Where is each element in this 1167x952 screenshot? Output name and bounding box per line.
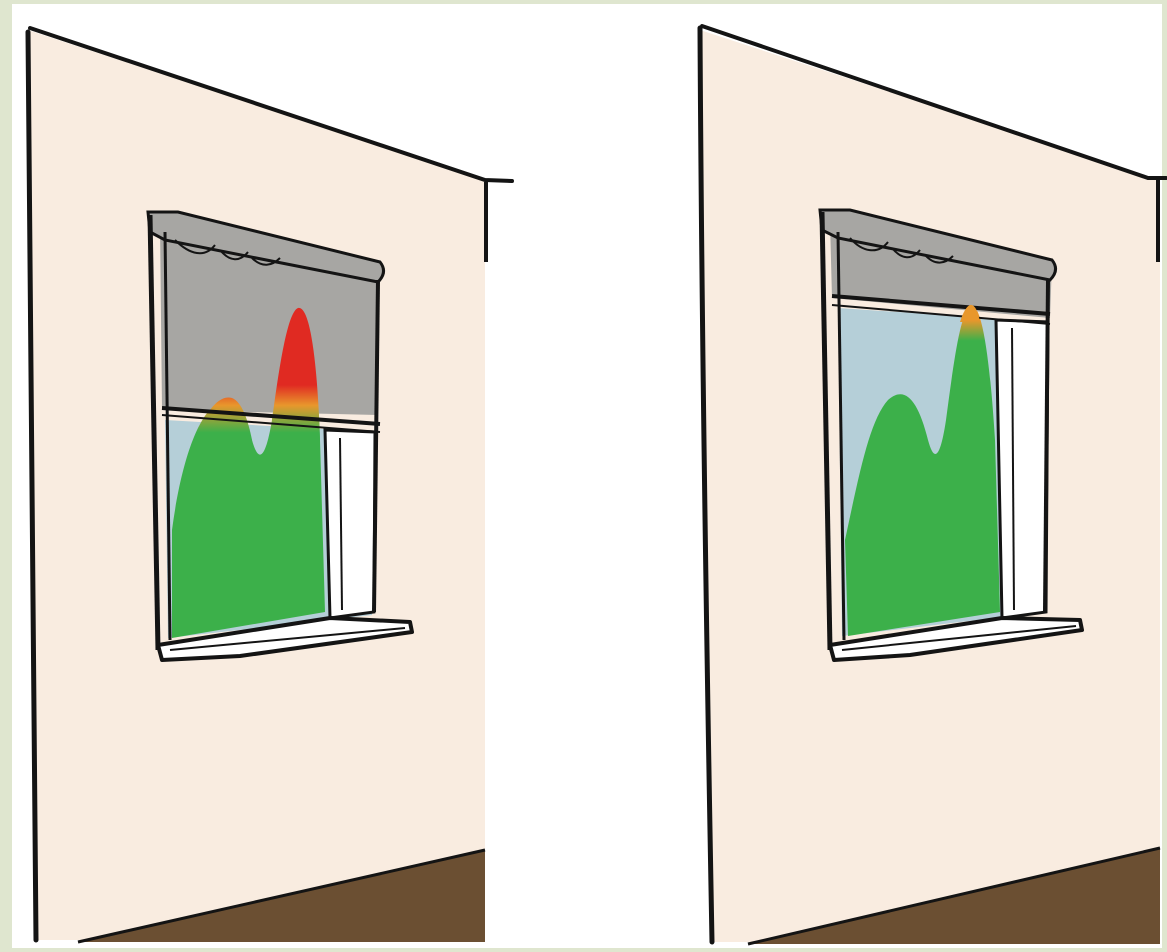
panel-blind-raised	[700, 26, 1166, 944]
panel-blind-lowered	[28, 28, 512, 942]
window-sash-right	[996, 320, 1048, 618]
window-sash-left	[325, 430, 375, 618]
